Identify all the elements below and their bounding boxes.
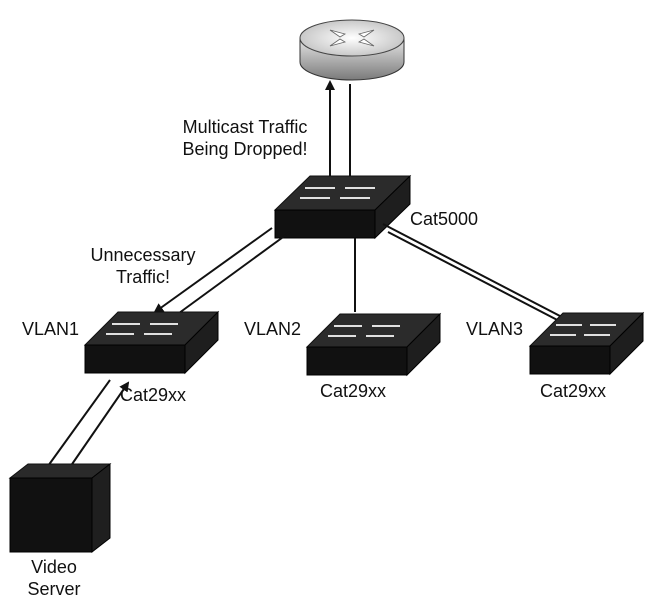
core-switch-icon [273, 174, 412, 240]
video-server-icon [8, 462, 112, 554]
core-switch-label: Cat5000 [410, 209, 479, 229]
unnecessary-annotation-line2: Traffic! [115, 267, 170, 287]
vlan3-label: VLAN3 [466, 319, 524, 339]
unnecessary-annotation: Unnecessary Traffic! [68, 244, 218, 288]
access-switch-1-icon [83, 310, 220, 375]
video-server-label-line2: Server [27, 579, 81, 599]
access-switch-3-icon [528, 311, 645, 376]
access-switch-2-icon [305, 312, 442, 377]
video-server-label-line1: Video [31, 557, 77, 577]
unnecessary-annotation-line1: Unnecessary [90, 245, 196, 265]
vlan1-label: VLAN1 [22, 319, 80, 339]
core-router-link [325, 80, 351, 180]
multicast-annotation-line2: Being Dropped! [182, 139, 308, 159]
video-server-label: Video Server [4, 556, 104, 600]
access-switch-3-label: Cat29xx [540, 381, 607, 401]
server-switch-link [47, 379, 130, 471]
access-switch-1-label: Cat29xx [120, 385, 187, 405]
multicast-annotation: Multicast Traffic Being Dropped! [160, 116, 330, 160]
vlan2-label: VLAN2 [244, 319, 302, 339]
access-switch-2-label: Cat29xx [320, 381, 387, 401]
core-access-links [153, 223, 566, 325]
router-icon [299, 19, 405, 81]
multicast-annotation-line1: Multicast Traffic [182, 117, 308, 137]
